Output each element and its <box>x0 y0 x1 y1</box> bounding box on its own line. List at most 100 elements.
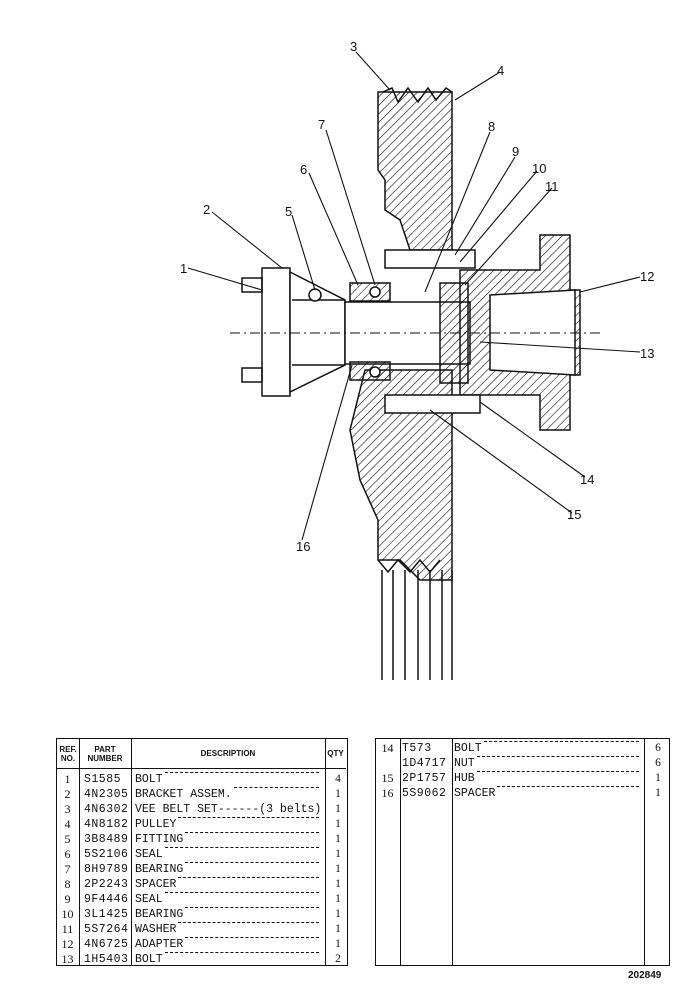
row-part-number: 1H5403 <box>84 953 129 966</box>
row-leader-dashes <box>497 786 639 787</box>
row-part-number: 5S9062 <box>402 787 447 800</box>
row-description: PULLEY <box>135 818 177 831</box>
row-qty: 1 <box>655 772 661 784</box>
header-part-number: PART NUMBER <box>79 739 131 769</box>
row-part-number: 4N2305 <box>84 788 129 801</box>
callout-16: 16 <box>296 539 310 554</box>
row-ref: 6 <box>64 847 71 861</box>
row-description: BOLT <box>135 953 163 966</box>
row-description: BEARING <box>135 863 184 876</box>
table-row: 13 1H5403 BOLT 2 <box>57 952 347 967</box>
row-ref: 16 <box>381 786 394 800</box>
row-qty: 6 <box>655 742 661 754</box>
callout-9: 9 <box>512 144 519 159</box>
table-row: 7 8H9789 BEARING 1 <box>57 862 347 877</box>
row-qty: 1 <box>335 788 341 800</box>
row-part-number: 4N6725 <box>84 938 129 951</box>
row-qty: 6 <box>655 757 661 769</box>
row-part-number: 1D4717 <box>402 757 447 770</box>
callout-1: 1 <box>180 261 187 276</box>
table-row: 2 4N2305 BRACKET ASSEM. 1 <box>57 787 347 802</box>
row-description: BEARING <box>135 908 184 921</box>
table-row: 9 9F4446 SEAL 1 <box>57 892 347 907</box>
row-description: ADAPTER <box>135 938 184 951</box>
row-part-number: 5S7264 <box>84 923 129 936</box>
row-qty: 1 <box>335 803 341 815</box>
row-part-number: 2P1757 <box>402 772 447 785</box>
row-leader-dashes <box>185 937 319 938</box>
row-part-number: 5S2106 <box>84 848 129 861</box>
row-qty: 2 <box>335 953 341 965</box>
row-leader-dashes <box>234 787 319 788</box>
row-ref: 14 <box>381 741 394 755</box>
pulley-assembly-drawing: 1 2 3 4 5 6 7 8 9 10 11 12 13 14 15 16 <box>180 39 654 680</box>
row-description: SEAL <box>135 893 163 906</box>
figure-number: 202849 <box>628 970 662 981</box>
row-qty: 1 <box>335 863 341 875</box>
row-ref: 11 <box>61 922 74 936</box>
row-qty: 1 <box>335 818 341 830</box>
callout-6: 6 <box>300 162 307 177</box>
row-ref: 15 <box>381 771 394 785</box>
row-ref: 2 <box>64 787 71 801</box>
row-ref: 4 <box>64 817 71 831</box>
row-description: BOLT <box>135 773 163 786</box>
header-qty: QTY <box>325 739 346 769</box>
row-part-number: T573 <box>402 742 432 755</box>
callout-11: 11 <box>545 179 559 194</box>
table-row: 14 T573 BOLT 6 <box>376 741 669 756</box>
row-qty: 1 <box>335 833 341 845</box>
row-description: VEE BELT SET------(3 belts) <box>135 803 322 816</box>
row-description: SEAL <box>135 848 163 861</box>
callout-2: 2 <box>203 202 210 217</box>
callout-15: 15 <box>567 507 581 522</box>
table-row: 4 4N8182 PULLEY 1 <box>57 817 347 832</box>
row-description: FITTING <box>135 833 184 846</box>
row-ref: 9 <box>64 892 71 906</box>
callout-7: 7 <box>318 117 325 132</box>
table-row: 15 2P1757 HUB 1 <box>376 771 669 786</box>
row-qty: 1 <box>335 938 341 950</box>
row-part-number: 4N8182 <box>84 818 129 831</box>
row-leader-dashes <box>477 771 639 772</box>
row-part-number: 9F4446 <box>84 893 129 906</box>
row-qty: 4 <box>335 773 341 785</box>
row-ref: 12 <box>61 937 74 951</box>
row-description: WASHER <box>135 923 177 936</box>
row-description: BOLT <box>454 742 482 755</box>
callout-12: 12 <box>640 269 654 284</box>
row-ref: 10 <box>61 907 74 921</box>
row-part-number: 8H9789 <box>84 863 129 876</box>
row-description: BRACKET ASSEM. <box>135 788 232 801</box>
row-leader-dashes <box>178 817 319 818</box>
callout-4: 4 <box>497 63 504 78</box>
row-leader-dashes <box>185 907 319 908</box>
row-qty: 1 <box>335 908 341 920</box>
table-row: 12 4N6725 ADAPTER 1 <box>57 937 347 952</box>
row-part-number: 4N6302 <box>84 803 129 816</box>
row-leader-dashes <box>178 922 319 923</box>
row-ref: 7 <box>64 862 71 876</box>
row-description: SPACER <box>454 787 496 800</box>
table-row: 10 3L1425 BEARING 1 <box>57 907 347 922</box>
row-qty: 1 <box>335 878 341 890</box>
row-leader-dashes <box>165 772 319 773</box>
row-leader-dashes <box>178 877 319 878</box>
row-leader-dashes <box>165 847 319 848</box>
row-part-number: 3L1425 <box>84 908 129 921</box>
callout-5: 5 <box>285 204 292 219</box>
row-part-number: 3B8489 <box>84 833 129 846</box>
row-leader-dashes <box>477 756 639 757</box>
row-description: HUB <box>454 772 475 785</box>
row-qty: 1 <box>335 893 341 905</box>
row-qty: 1 <box>335 848 341 860</box>
row-ref: 13 <box>61 952 74 966</box>
